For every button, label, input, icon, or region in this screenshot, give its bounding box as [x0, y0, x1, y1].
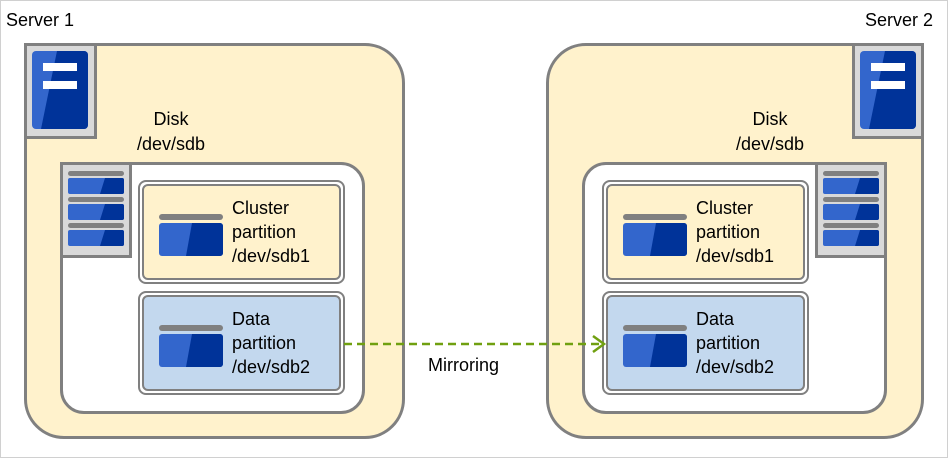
partition-kind: partition [696, 222, 761, 242]
partition-name: Data [232, 309, 271, 329]
partition-name: Cluster [232, 198, 290, 218]
partition-device: /dev/sdb2 [696, 357, 775, 377]
disk-stack-glyph [823, 171, 879, 246]
cluster-partition: Cluster partition/dev/sdb1 [602, 180, 809, 284]
server-2-label: Server 2 [864, 10, 933, 30]
disk-name: Disk [153, 109, 189, 129]
partition-kind: partition [232, 333, 297, 353]
partition-device: /dev/sdb1 [232, 246, 311, 266]
server-icon [24, 43, 97, 139]
data-partition: Data partition/dev/sdb2 [602, 291, 809, 395]
disk-stack-glyph [68, 171, 124, 246]
server-glyph [32, 51, 88, 129]
partition-name: Cluster [696, 198, 754, 218]
disk-device: /dev/sdb [735, 134, 805, 154]
data-partition: Data partition/dev/sdb2 [138, 291, 345, 395]
server-glyph [860, 51, 916, 129]
partition-name: Data [696, 309, 735, 329]
partition-device: /dev/sdb2 [232, 357, 311, 377]
mirroring-label: Mirroring [428, 355, 500, 375]
partition-kind: partition [232, 222, 297, 242]
partition-icon [159, 214, 223, 256]
disk-label: Disk /dev/sdb [111, 107, 231, 157]
disk-icon [815, 162, 887, 258]
disk-device: /dev/sdb [136, 134, 206, 154]
disk-label: Disk /dev/sdb [710, 107, 830, 157]
server-1-label: Server 1 [6, 10, 75, 30]
cluster-partition: Cluster partition/dev/sdb1 [138, 180, 345, 284]
partition-kind: partition [696, 333, 761, 353]
partition-icon [159, 325, 223, 367]
partition-device: /dev/sdb1 [696, 246, 775, 266]
partition-icon [623, 325, 687, 367]
server-icon [852, 43, 924, 139]
mirroring-arrow [344, 334, 607, 354]
disk-name: Disk [752, 109, 788, 129]
partition-icon [623, 214, 687, 256]
disk-icon [60, 162, 132, 258]
